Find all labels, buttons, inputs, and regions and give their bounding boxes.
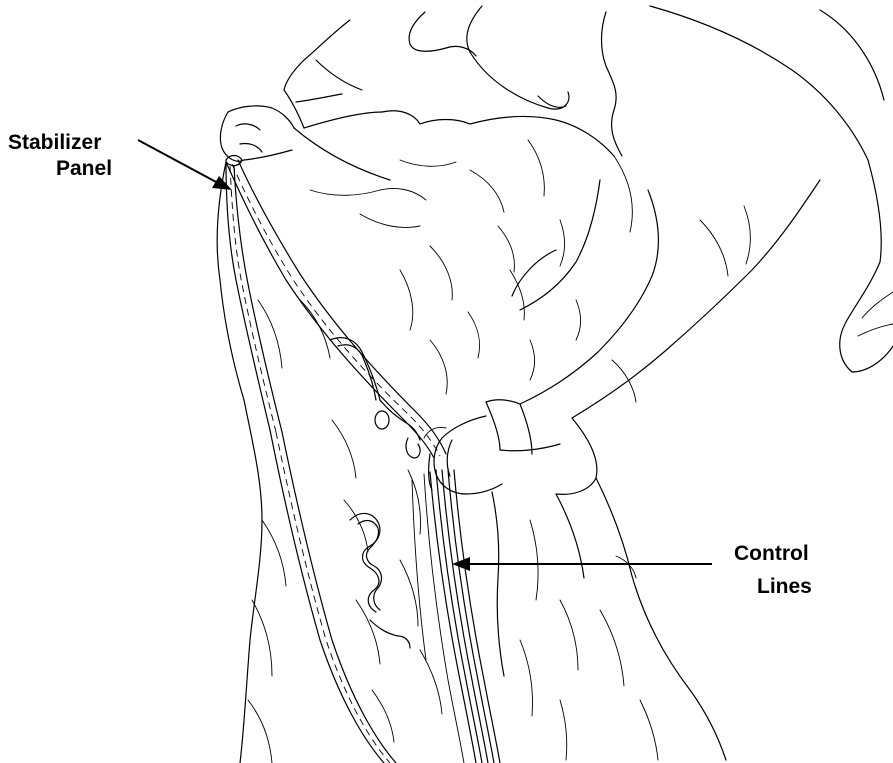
stabilizer-arrowhead [212,176,232,190]
stabilizer-panel [226,156,446,763]
canopy-fabric [294,111,726,760]
control-lines-arrowhead [452,557,470,571]
stabilizer-panel-callout: Stabilizer Panel [8,131,232,190]
control-lines-label-line2: Lines [757,575,812,598]
right-person-figure [424,6,893,494]
stabilizer-leader-line [138,140,218,183]
stabilizer-label-line1: Stabilizer [8,131,101,154]
control-lines-callout: Control Lines [452,542,812,598]
control-lines-bundle [412,470,500,763]
control-lines-label-line1: Control [734,542,809,565]
stabilizer-label-line2: Panel [56,157,112,180]
left-canopy-fabric [217,162,442,763]
left-person-figure [220,6,622,161]
bridle-line [330,338,420,648]
